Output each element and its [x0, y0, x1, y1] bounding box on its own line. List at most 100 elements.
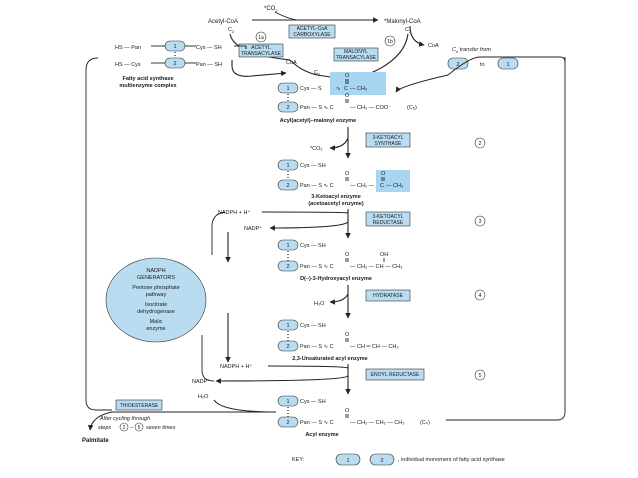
ketoacyl-synthase-line2: SYNTHASE	[375, 141, 403, 147]
ketoacyl-synthase-line1: 3-KETOACYL	[372, 135, 403, 141]
ketoacyl-reductase-line2: REDUCTASE	[373, 220, 404, 226]
monomer-2-s1	[277, 101, 299, 113]
acyl-malonyl-enzyme-label: Acyl(acetyl)–malonyl enzyme	[280, 118, 356, 124]
cycling-line2-post: seven times	[146, 425, 176, 431]
cys-sh-s2: Cys — SH	[300, 163, 326, 169]
acyl-o-s5: O	[345, 408, 350, 414]
keto-o1-s2: O	[345, 171, 350, 177]
generator-loop-2-return	[201, 335, 215, 382]
multienzyme-name-line2: multienzyme complex	[119, 83, 177, 89]
malonyl-tail-s1: — CH₂ — COO⁻	[350, 105, 391, 111]
hydroxy-tail-s3: — CH₂ — CH — CH₃	[350, 264, 402, 270]
acyl-c-s1: C	[344, 86, 348, 92]
structure-acyl: 1 Cys — SH 2 Pan — S ∿ C O — CH₂ — CH₂ —…	[277, 395, 430, 438]
ketoacyl-synthase-box	[365, 132, 411, 148]
monomer-1-s1-label: 1	[286, 86, 289, 92]
ketoacyl-enzyme-label: 3-Ketoacyl enzyme	[311, 194, 361, 200]
malic-line2: enzyme	[146, 326, 165, 332]
malonyl-o-s1: O	[345, 93, 350, 99]
key-label: KEY:	[292, 457, 305, 463]
malonyl-transacylase-box	[333, 47, 379, 62]
nadp-release-arrow-1	[269, 221, 349, 231]
structure-ketoacyl: 1 Cys — SH 2 Pan — S ∿ C O — CH₂ — O C —…	[277, 159, 410, 207]
pan-s-s3: Pan — S ∿ C	[300, 264, 334, 270]
key-monomer-1-label: 1	[346, 458, 349, 464]
coa-release-arrow	[409, 25, 425, 47]
generator-loop-1-down	[211, 211, 226, 255]
unsat-tail-s4: — CH ═ CH — CH₃	[350, 344, 399, 350]
monomer-2-s5	[277, 416, 299, 428]
transfer-to-value: 1	[506, 62, 509, 68]
cycling-step-5: 5	[138, 425, 141, 431]
multienzyme-name-line1: Fatty acid synthase	[122, 76, 173, 82]
cycling-dash: –	[130, 425, 134, 431]
monomer-1-s3-label: 1	[286, 243, 289, 249]
step-1b-badge	[384, 35, 396, 47]
acyl-highlight-s1	[330, 72, 386, 95]
acetyl-transacylase-box	[238, 43, 284, 58]
structure-acyl-malonyl: 1 Cys — S ∿ O C — CH₃ 2 Pan — S ∿ C O — …	[277, 72, 417, 124]
hydroxy-o-s3: O	[345, 252, 350, 258]
key-legend: KEY: 1 2 , individual monomers of fatty …	[292, 453, 505, 466]
coa-release-label: CoA	[428, 43, 439, 49]
cys-sh-s3: Cys — SH	[300, 243, 326, 249]
acetyl-coa-carboxylase-line2: CARBOXYLASE	[293, 32, 331, 38]
key-monomer-1	[335, 453, 361, 466]
cys-sh-s4: Cys — SH	[300, 323, 326, 329]
transfer-to-word: to	[480, 62, 485, 68]
step-5-label: 5	[478, 373, 481, 379]
keto-end-s2: — CH₃	[386, 183, 403, 189]
acetoacetyl-enzyme-label: (acetoacetyl enzyme)	[308, 201, 363, 207]
nadp-label-2: NADP⁺	[192, 378, 210, 385]
step-1a-label: 1a	[258, 35, 264, 41]
nadph-generators: NADPH GENERATORS Pentose phosphate pathw…	[105, 257, 207, 343]
acyl-o-s1: O	[345, 73, 350, 79]
pan-s-s5: Pan — S ∿ C	[300, 420, 334, 426]
cycling-line2-pre: steps	[98, 425, 111, 431]
enoyl-reductase-label: ENOYL REDUCTASE	[371, 372, 420, 378]
monomer-2-s4-label: 2	[286, 344, 289, 350]
ketoacyl-reductase-box	[365, 211, 411, 227]
thioesterase-box	[115, 399, 163, 411]
step-5-badge	[474, 369, 486, 381]
monomer-2-s3-label: 2	[286, 264, 289, 270]
monomer-1-s4	[277, 319, 299, 331]
ketoacyl-reductase-line1: 3-KETOACYL	[372, 214, 403, 220]
cys-sh-s5: Cys — SH	[300, 399, 326, 405]
cycle-return-line	[446, 57, 566, 421]
acyl-enzyme-label: Acyl enzyme	[305, 432, 338, 438]
nadph-generators-title1: NADPH	[146, 268, 165, 274]
structure-hydroxyacyl: 1 Cys — SH 2 Pan — S ∿ C O — CH₂ — CH — …	[277, 239, 402, 282]
cycling-line1: After cycling through	[99, 416, 150, 422]
cn-transfer-curve	[447, 56, 481, 76]
step-4-label: 4	[478, 293, 481, 299]
key-monomer-2	[369, 453, 395, 466]
malonyl-coa-label: *Malonyl-CoA	[384, 19, 421, 25]
acetyl-transacylase-line1: ACETYL	[251, 45, 271, 51]
h2o-label-2: H₂O	[198, 394, 209, 400]
nadph-generators-ellipse	[105, 257, 207, 343]
nadph1-consume-line	[261, 211, 349, 214]
pan-s-s4: Pan — S ∿ C	[300, 344, 334, 350]
top-co2-label: *CO2	[264, 6, 278, 13]
monomer-2-s2-label: 2	[286, 183, 289, 189]
thioesterase-label: THIOESTERASE	[120, 403, 159, 409]
acetyl-coa-label: Acetyl-CoA	[208, 19, 238, 25]
acetyl-coa-carboxylase-box	[288, 24, 336, 39]
enoyl-reductase-box	[365, 368, 425, 381]
keto-o2-s2: O	[381, 171, 386, 177]
icdh-line2: dehydrogenase	[137, 309, 175, 315]
nadp-release-arrow-2	[215, 375, 349, 384]
co2-release-label: *CO₂	[310, 146, 323, 152]
step-2-label: 2	[478, 141, 481, 147]
h2o-label-1: H₂O	[314, 301, 325, 307]
monomer-1-s2-label: 1	[286, 163, 289, 169]
h2o-release-arrow-1	[329, 293, 349, 305]
top-region: *CO2 Acetyl-CoA C2 *Malonyl-CoA C3 CoA C…	[208, 6, 519, 82]
thioesterase-arrow	[87, 411, 276, 431]
monomer-1-s5	[277, 395, 299, 407]
co2-release-arrow	[329, 137, 349, 151]
cycling-step-5-badge	[134, 422, 144, 432]
